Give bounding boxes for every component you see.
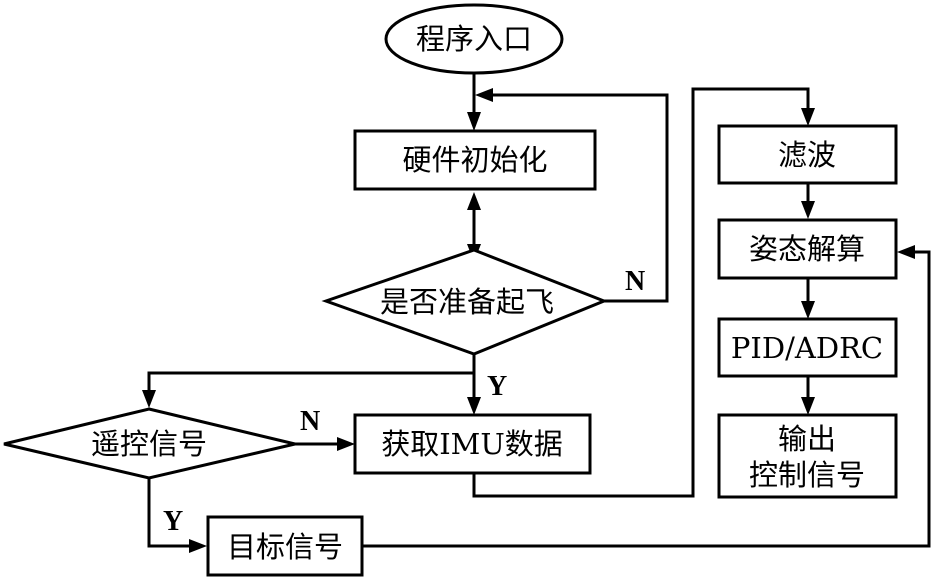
node-ready-check-label: 是否准备起飞	[380, 285, 554, 319]
arrowhead	[475, 88, 493, 102]
node-filter: 滤波	[717, 124, 898, 185]
edge-to-remote	[147, 371, 474, 392]
node-attitude-label: 姿态解算	[749, 232, 865, 266]
node-remote-check-label: 遥控信号	[91, 427, 207, 461]
node-controller-label: PID/ADRC	[731, 331, 883, 365]
node-hw-init-label: 硬件初始化	[402, 143, 547, 177]
edge-target-attitude	[362, 250, 931, 548]
arrowhead	[801, 301, 815, 319]
node-ready-check: 是否准备起飞	[321, 248, 609, 356]
edge-label-remote-no: N	[300, 406, 320, 437]
node-filter-label: 滤波	[778, 138, 836, 172]
arrowhead	[142, 390, 156, 408]
arrowhead	[801, 201, 815, 219]
arrowhead	[467, 112, 481, 131]
arrowhead	[467, 397, 481, 415]
edge-label-remote-yes: Y	[163, 506, 183, 537]
arrowhead	[897, 245, 915, 259]
node-get-imu-label: 获取IMU数据	[381, 427, 563, 461]
node-get-imu: 获取IMU数据	[353, 413, 592, 475]
edge-remote-yes	[147, 478, 194, 548]
node-hw-init: 硬件初始化	[353, 129, 597, 191]
arrowhead	[189, 539, 207, 553]
node-output-label-line1: 输出	[778, 422, 836, 456]
arrowhead	[337, 437, 355, 451]
node-start: 程序入口	[384, 3, 564, 75]
node-controller: PID/ADRC	[717, 317, 898, 378]
arrowhead	[801, 397, 815, 415]
node-attitude: 姿态解算	[717, 218, 898, 280]
node-target-signal-label: 目标信号	[227, 530, 343, 564]
node-target-signal: 目标信号	[206, 515, 364, 577]
node-output: 输出 控制信号	[717, 413, 898, 499]
node-remote-check: 遥控信号	[3, 407, 296, 480]
edge-ready-no-loop	[490, 93, 669, 303]
arrowhead	[801, 108, 815, 126]
edge-imu-to-filter	[472, 87, 810, 498]
arrowhead-up	[467, 192, 481, 210]
edge-label-ready-no: N	[625, 266, 645, 297]
edge-label-ready-yes: Y	[487, 371, 507, 402]
node-start-label: 程序入口	[416, 22, 532, 56]
node-output-label-line2: 控制信号	[749, 458, 865, 492]
